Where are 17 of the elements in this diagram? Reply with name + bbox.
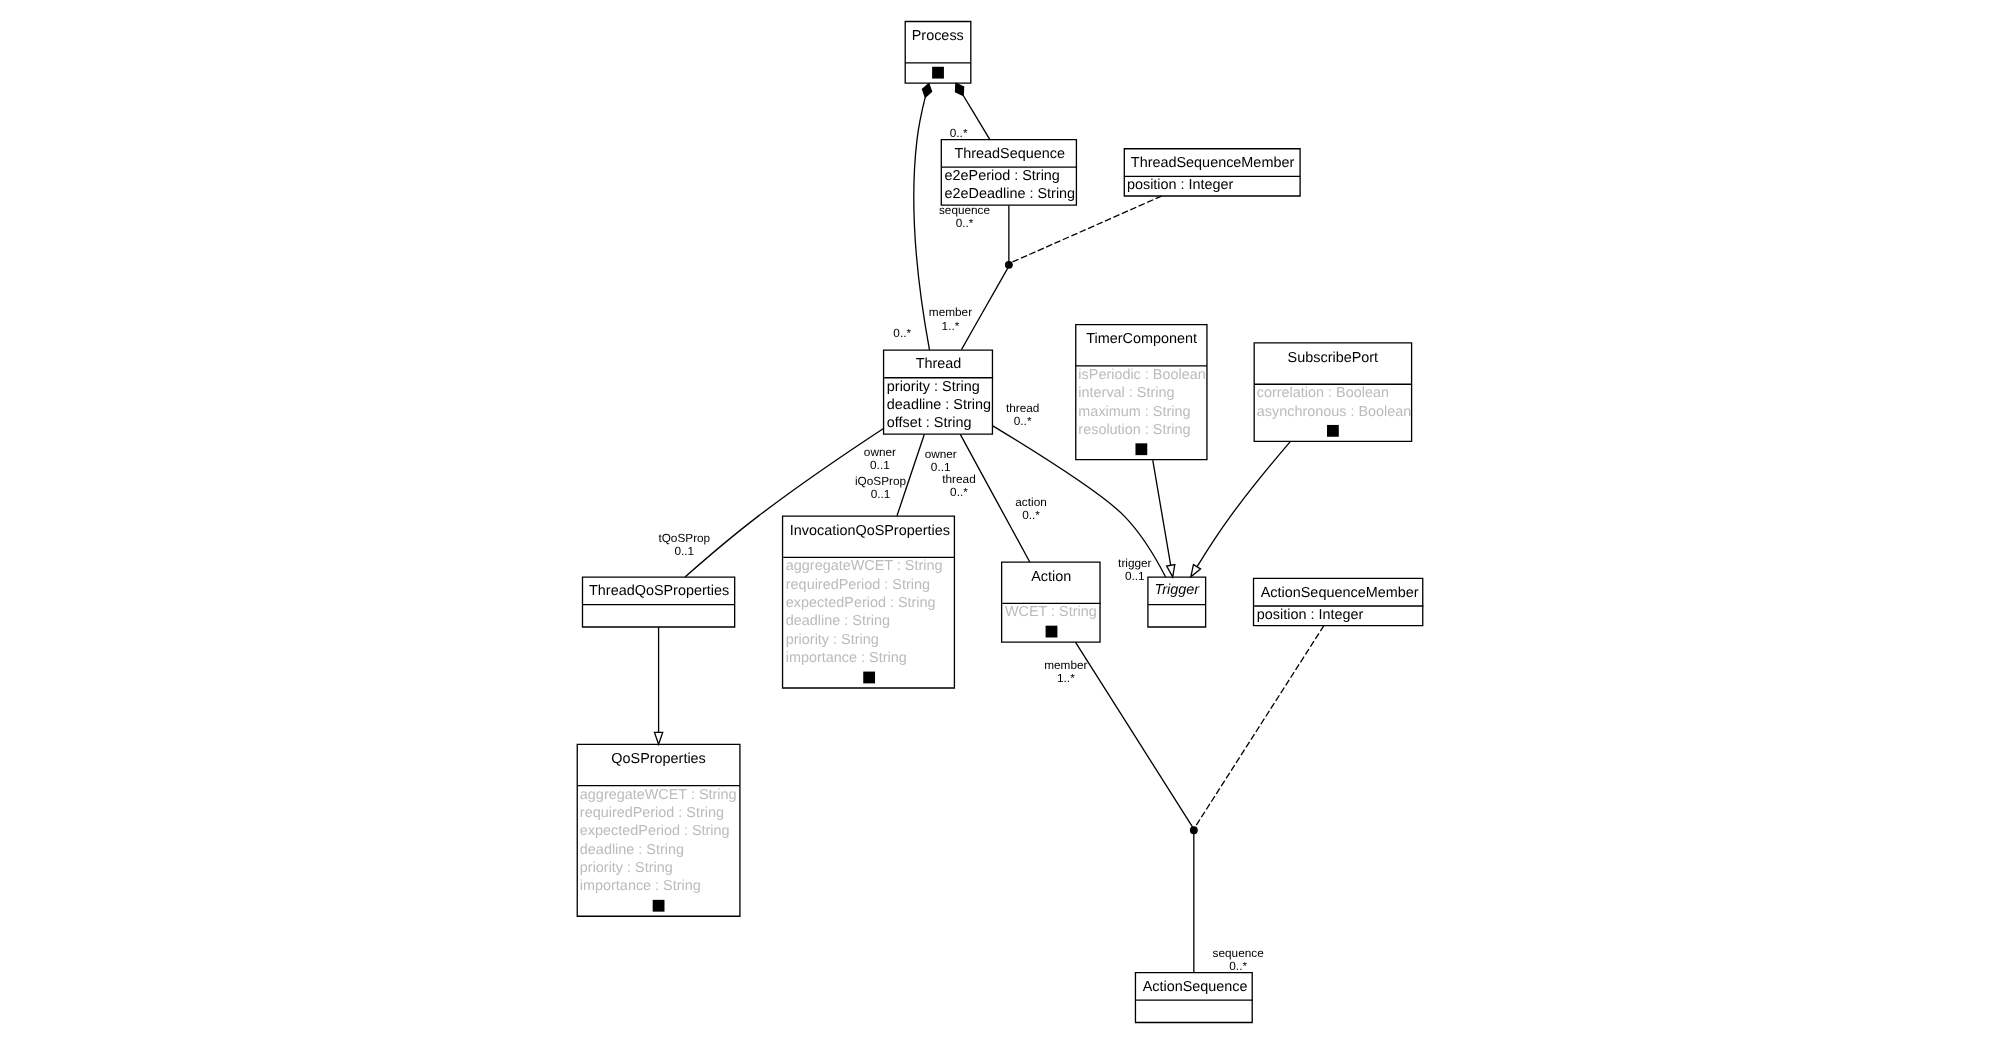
arrow (1189, 441, 1291, 579)
connector (959, 433, 1031, 563)
connector (1194, 625, 1325, 828)
node-circle (1004, 260, 1013, 269)
connector (992, 425, 1167, 578)
connector (954, 82, 991, 140)
arrow (1152, 459, 1176, 579)
connector (1193, 833, 1195, 974)
connector (1074, 641, 1194, 828)
connector (896, 433, 925, 517)
connector (684, 427, 885, 578)
connector (913, 82, 933, 351)
connector (1008, 204, 1010, 262)
node-circle (1189, 826, 1198, 835)
arrow (653, 626, 664, 747)
connector (960, 267, 1009, 351)
connector (1010, 195, 1163, 263)
